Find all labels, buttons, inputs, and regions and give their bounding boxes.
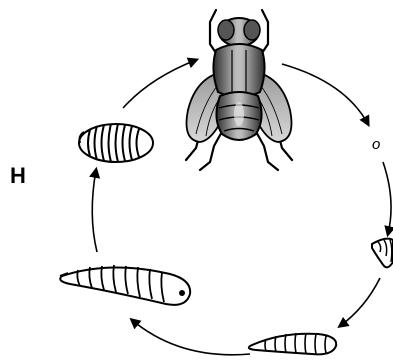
larva-large-icon bbox=[60, 265, 190, 305]
pupa-icon bbox=[79, 124, 153, 162]
larva-medium-icon bbox=[249, 333, 336, 354]
arrow-pupa-to-fly bbox=[123, 60, 196, 108]
larva-small-icon bbox=[372, 239, 393, 268]
arrow-larva-small-to-larva-mid bbox=[340, 278, 380, 326]
side-label: H bbox=[10, 163, 26, 188]
adult-fly-icon bbox=[186, 10, 292, 170]
egg-label: o bbox=[372, 136, 380, 153]
arrow-larva-mid-to-larva-large bbox=[132, 320, 250, 355]
arrow-larva-large-to-pupa bbox=[92, 170, 97, 252]
arrow-fly-to-egg bbox=[282, 64, 368, 124]
arrow-egg-to-larva-small bbox=[383, 162, 391, 234]
